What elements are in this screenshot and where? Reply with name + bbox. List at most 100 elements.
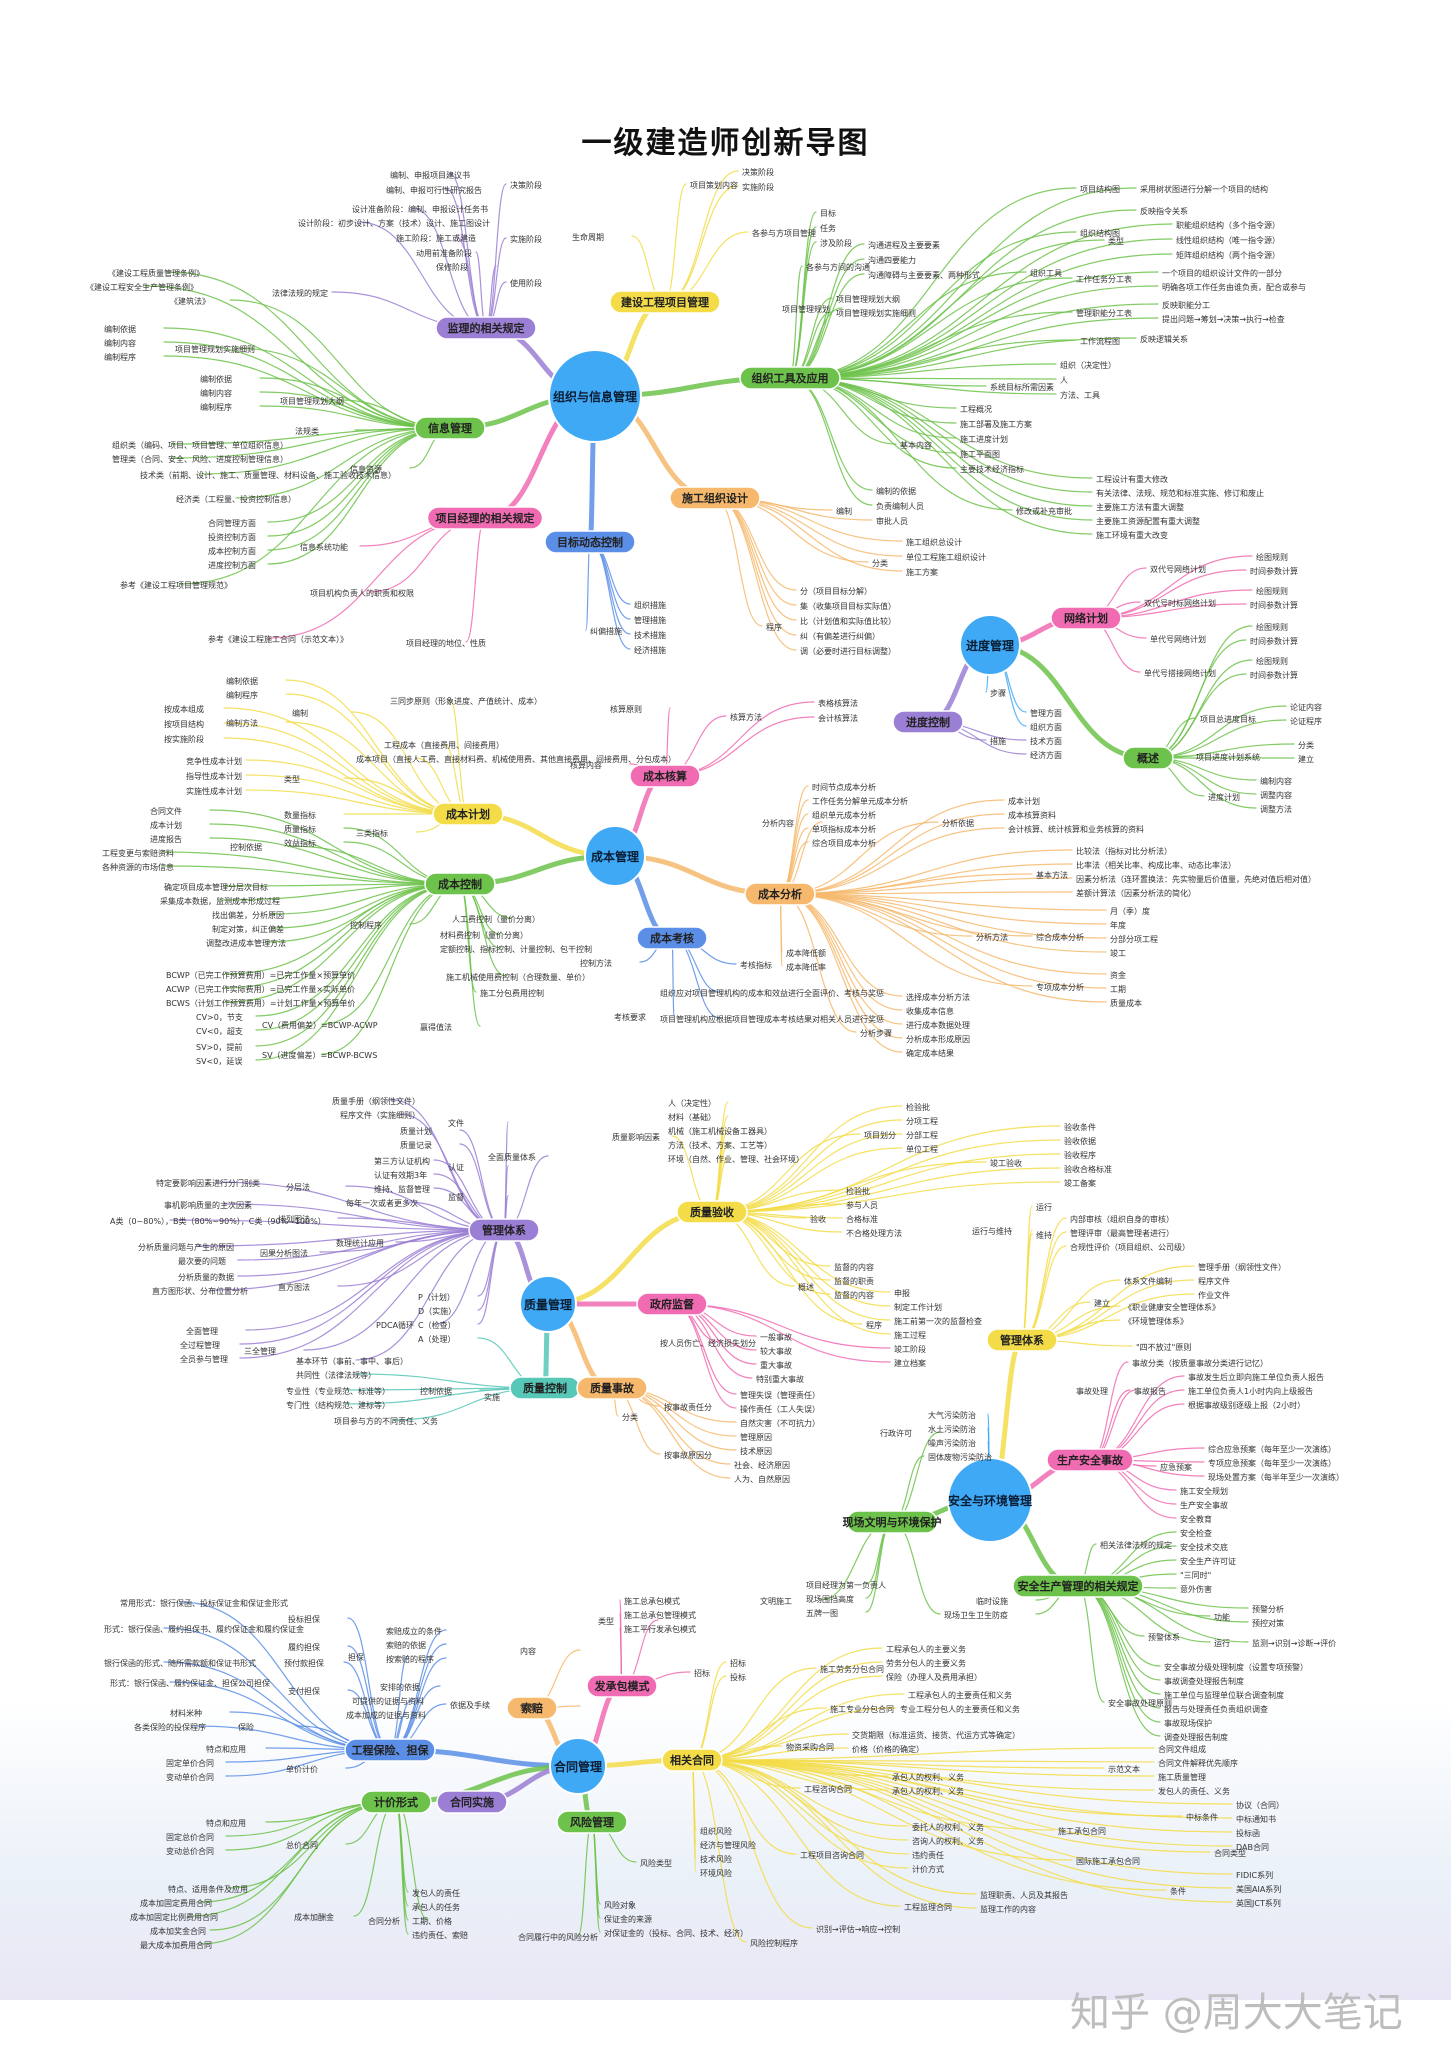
leaf-text: 核算内容	[570, 760, 602, 770]
leaf-text: 《建设工程质量管理条例》	[108, 268, 204, 278]
leaf-text: 任务	[820, 223, 836, 233]
branch-node-bg	[576, 1376, 648, 1400]
leaf-text: 单代号网络计划	[1150, 634, 1206, 644]
leaf-text: CV（费用偏差）=BCWP-ACWP	[262, 1020, 378, 1030]
branch-line	[664, 183, 687, 303]
topic-label: 安全与环境管理	[948, 1493, 1032, 1508]
leaf-text: 施工组织总设计	[906, 537, 962, 547]
leaf-text: 卫生防疫	[976, 1610, 1008, 1620]
leaf-text: 成本加酬金	[294, 1912, 334, 1922]
leaf-text: 线性组织结构（唯一指令源）	[1176, 235, 1280, 245]
leaf-text: 程序	[866, 1320, 882, 1330]
leaf-text: 运行	[1214, 1638, 1230, 1648]
leaf-text: 保险（办理人及费用承担）	[886, 1672, 982, 1682]
leaf-text: 赢得值法	[420, 1022, 452, 1032]
branch-line	[197, 1229, 505, 1247]
leaf-text: 有关法律、法规、规范和标准实施、修订和废止	[1096, 488, 1264, 498]
leaf-text: 各参与方项目管理	[752, 228, 816, 238]
branch-node-bg	[586, 1674, 658, 1698]
leaf-text: 工程成本（直接费用、间接费用）	[384, 740, 504, 750]
leaf-text: 技术措施	[634, 630, 666, 640]
branch-line	[779, 893, 1033, 987]
branch-line	[223, 707, 469, 815]
branch-node-label: 信息管理	[428, 421, 472, 435]
leaf-text: 三同步原则（形象进度、产值统计、成本）	[390, 696, 542, 706]
leaf-text: 可提供的证据与资料	[352, 1696, 424, 1706]
leaf-text: 工作任务分解单元成本分析	[812, 796, 908, 806]
leaf-text: 支付担保	[288, 1686, 320, 1696]
leaf-text: 交货期限（标准运货、接货、代运方式等确定）	[852, 1730, 1020, 1740]
branch-node-bg	[629, 764, 701, 788]
branch-line	[691, 1759, 1233, 1805]
leaf-text: 项目划分	[864, 1130, 896, 1140]
leaf-text: 设计阶段：初步设计、方案（技术）设计、施工图设计	[298, 218, 490, 228]
branch-line	[691, 1759, 1155, 1763]
leaf-text: 信息资源	[350, 464, 382, 474]
branch-node-bg	[636, 1292, 708, 1316]
leaf-text: 建立	[1094, 1298, 1110, 1308]
leaf-text: 运行与维持	[972, 1226, 1012, 1236]
leaf-text: 美国AIA系列	[1236, 1884, 1281, 1894]
leaf-text: 法律法规的规定	[272, 288, 328, 298]
branch-line	[779, 827, 1005, 895]
leaf-text: 制定对策，纠正偏差	[212, 924, 284, 934]
leaf-text: 合同履行中的风险分析	[518, 1932, 598, 1942]
leaf-text: 法规类	[295, 426, 319, 436]
leaf-text: 编制程序	[200, 402, 232, 412]
branch-line	[691, 1759, 1167, 1891]
branch-node-bg	[676, 1200, 748, 1224]
leaf-text: 合同类型	[1214, 1848, 1246, 1858]
branch-node-label: 质量事故	[590, 1381, 635, 1395]
leaf-text: 制定工作计划	[894, 1302, 942, 1312]
branch-node-bg	[544, 530, 636, 554]
branch-line	[711, 1167, 1061, 1213]
leaf-text: 成本控制方面	[208, 546, 256, 556]
leaf-text: 工程咨询合同	[804, 1784, 852, 1794]
leaf-text: 行政许可	[880, 1428, 912, 1438]
branch-line	[779, 891, 1073, 895]
leaf-text: 考核指标	[740, 960, 772, 970]
leaf-text: 沟通进程及主要要素	[868, 240, 940, 250]
branch-line	[229, 299, 451, 429]
leaf-text: 绘图规则	[1256, 586, 1288, 596]
leaf-text: 编制、申报项目建议书	[390, 170, 470, 180]
leaf-text: 意外伤害	[1180, 1584, 1212, 1594]
leaf-text: 质量指标	[284, 824, 316, 834]
branch-node-label: 成本核算	[643, 769, 687, 783]
leaf-text: 按事故原因分	[664, 1450, 712, 1460]
leaf-text: 生产安全事故	[1180, 1500, 1228, 1510]
leaf-text: 编制内容	[104, 338, 136, 348]
leaf-text: 进度控制方面	[208, 560, 256, 570]
leaf-text: CV<0，超支	[196, 1026, 243, 1036]
leaf-text: D（实施）	[418, 1306, 456, 1316]
branch-line	[711, 1211, 831, 1295]
leaf-text: 定额控制、指标控制、计量控制、包干控制	[440, 944, 592, 954]
leaf-text: 事机影响质量的主次因素	[164, 1200, 252, 1210]
leaf-text: 找出偏差，分析原因	[212, 910, 284, 920]
branch-line	[255, 883, 461, 1061]
branch-node-bg	[892, 710, 964, 734]
leaf-text: ACWP（已完工作实际费用）=已完工作量×实际单价	[166, 984, 355, 994]
leaf-text: 认证	[448, 1162, 464, 1172]
leaf-text: 双代号网络计划	[1150, 564, 1206, 574]
leaf-text: 组织措施	[634, 600, 666, 610]
leaf-text: 施工前第一次的监督检查	[894, 1316, 982, 1326]
leaf-text: 人工费控制（量价分离）	[452, 914, 540, 924]
leaf-text: 项目总进度目标	[1200, 714, 1256, 724]
leaf-text: 验收程序	[1064, 1150, 1096, 1160]
branch-node-label: 成本控制	[438, 877, 482, 891]
branch-node-label: 成本计划	[446, 807, 490, 821]
leaf-text: 验收	[810, 1214, 826, 1224]
leaf-text: 各参与方间的沟通	[806, 262, 870, 272]
leaf-text: 安全教育	[1180, 1514, 1212, 1524]
leaf-text: BCWS（计划工作预算费用）=计划工作量×预算单价	[166, 998, 355, 1008]
branch-node-label: 现场文明与环境保护	[843, 1515, 942, 1529]
leaf-text: 合同管理方面	[208, 518, 256, 528]
leaf-text: 违约责任、索赔	[412, 1930, 468, 1940]
leaf-text: 控制方法	[580, 958, 612, 968]
leaf-text: 第三方认证机构	[374, 1156, 430, 1166]
branch-node-label: 目标动态控制	[557, 535, 623, 549]
leaf-text: 分部工程	[906, 1130, 938, 1140]
leaf-text: 依据及手续	[450, 1700, 490, 1710]
